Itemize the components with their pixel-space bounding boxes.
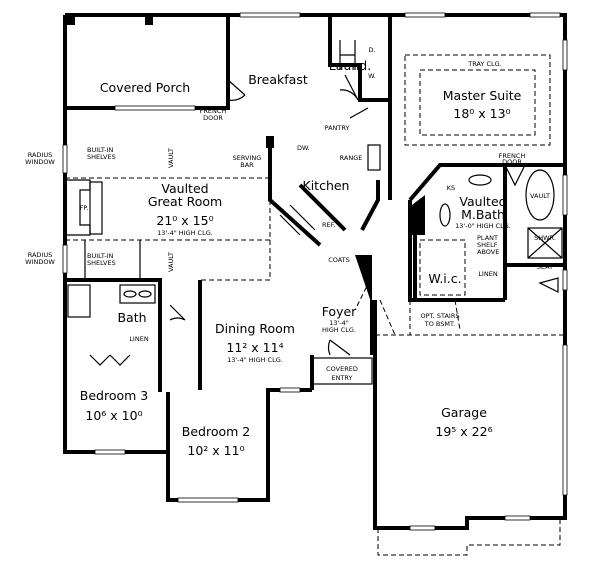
- room-name: Master Suite: [443, 88, 522, 103]
- ceiling-note: TRAY CLG.: [467, 60, 501, 68]
- annotation-label: COATS: [328, 256, 350, 264]
- annotation-label: SHELVES: [87, 153, 116, 161]
- wall-pier: [412, 195, 425, 235]
- annotation-label: RADIUS: [28, 151, 53, 159]
- room-bedroom-3: Bedroom 3 10⁶ x 10⁰: [80, 388, 148, 423]
- room-dims: 10⁶ x 10⁰: [85, 408, 142, 423]
- room-covered-entry: COVERED ENTRY: [311, 357, 373, 385]
- annotation-label: TO BSMT.: [424, 320, 456, 328]
- room-dims: 21⁰ x 15⁰: [156, 213, 213, 228]
- annotation-label: FP.: [80, 204, 89, 212]
- annotation-label: VAULT: [167, 252, 175, 272]
- annotation-label: PLANT: [477, 234, 498, 242]
- ceiling-note: HIGH CLG.: [322, 326, 356, 334]
- annotation-label: FRENCH: [499, 152, 526, 160]
- annotation-label: WINDOW: [25, 258, 55, 266]
- column: [266, 136, 274, 148]
- annotation-label: KS: [447, 184, 455, 192]
- annotation-label: BUILT-IN: [87, 146, 113, 154]
- room-name: COVERED: [326, 365, 358, 373]
- annotation-label: OPT. STAIRS: [421, 312, 460, 320]
- annotation-label: RADIUS: [28, 251, 53, 259]
- room-name: Bedroom 2: [182, 424, 250, 439]
- annotation-label: WINDOW: [25, 158, 55, 166]
- room-dims: 18⁰ x 13⁰: [453, 106, 510, 121]
- annotation-label: SHWR.: [534, 234, 556, 242]
- room-kitchen: Kitchen: [303, 178, 350, 193]
- annotations: FRENCH DOOR FRENCH DOOR RADIUS WINDOW RA…: [25, 46, 556, 343]
- annotation-label: PANTRY: [325, 124, 350, 132]
- annotation-label: VAULT: [530, 192, 550, 200]
- room-name: Covered Porch: [100, 80, 190, 95]
- annotation-label: SHELVES: [87, 259, 116, 267]
- annotation-label: SHELF: [477, 241, 498, 249]
- room-name: Vaulted: [161, 181, 208, 196]
- room-dims: 19⁵ x 22⁶: [435, 424, 492, 439]
- ceiling-note: 13'-4" HIGH CLG.: [157, 229, 213, 237]
- room-wic: W.i.c.: [428, 271, 461, 286]
- annotation-label: FRENCH: [200, 107, 227, 115]
- room-covered-porch: Covered Porch: [100, 80, 190, 95]
- annotation-label: D.: [368, 46, 375, 54]
- room-name: Dining Room: [215, 321, 295, 336]
- annotation-label: DW.: [297, 144, 310, 152]
- wall-pier: [355, 255, 372, 305]
- annotation-label: DOOR: [203, 114, 223, 122]
- annotation-label: BUILT-IN: [87, 252, 113, 260]
- room-foyer: Foyer 13'-4" HIGH CLG.: [322, 304, 357, 334]
- room-laundry: Laund.: [329, 58, 371, 73]
- annotation-label: ABOVE: [477, 248, 499, 256]
- annotation-label: SEAT: [537, 263, 553, 271]
- annotation-label: LINEN: [478, 270, 498, 278]
- annotation-label: DOOR: [502, 158, 522, 166]
- room-name: Bedroom 3: [80, 388, 148, 403]
- annotation-label: BAR: [240, 161, 254, 169]
- room-name: Great Room: [148, 194, 222, 209]
- room-bedroom-2: Bedroom 2 10² x 11⁰: [182, 424, 250, 458]
- annotation-label: VAULT: [167, 148, 175, 168]
- annotation-label: W.: [368, 72, 376, 80]
- room-dims: 10² x 11⁰: [187, 443, 244, 458]
- fixtures: [67, 40, 563, 318]
- room-name: ENTRY: [331, 374, 352, 382]
- annotation-label: RANGE: [340, 154, 363, 162]
- dashed-lines: [65, 54, 565, 556]
- room-master-suite: TRAY CLG. Master Suite 18⁰ x 13⁰: [443, 60, 522, 121]
- doors: [89, 74, 526, 366]
- room-name: Vaulted: [459, 194, 506, 209]
- room-name: Foyer: [322, 304, 357, 319]
- annotation-label: REF.: [322, 221, 335, 229]
- room-bath: Bath: [117, 310, 146, 325]
- room-name: Garage: [441, 405, 487, 420]
- windows: [62, 12, 568, 531]
- ceiling-note: 13'-4": [329, 319, 349, 327]
- ceiling-note: 13'-4" HIGH CLG.: [227, 356, 283, 364]
- ceiling-note: 13'-0" HIGH CLG.: [455, 222, 511, 230]
- room-dining: Dining Room 11² x 11⁴ 13'-4" HIGH CLG.: [215, 321, 295, 364]
- annotation-label: SERVING: [233, 154, 262, 162]
- room-breakfast: Breakfast: [248, 72, 308, 87]
- room-dims: 11² x 11⁴: [226, 340, 283, 355]
- room-garage: Garage 19⁵ x 22⁶: [435, 405, 492, 439]
- room-name: M.Bath: [461, 207, 505, 222]
- room-great-room: Vaulted Great Room 21⁰ x 15⁰ 13'-4" HIGH…: [148, 181, 222, 237]
- annotation-label: LINEN: [129, 335, 149, 343]
- room-master-bath: Vaulted M.Bath 13'-0" HIGH CLG.: [455, 194, 511, 230]
